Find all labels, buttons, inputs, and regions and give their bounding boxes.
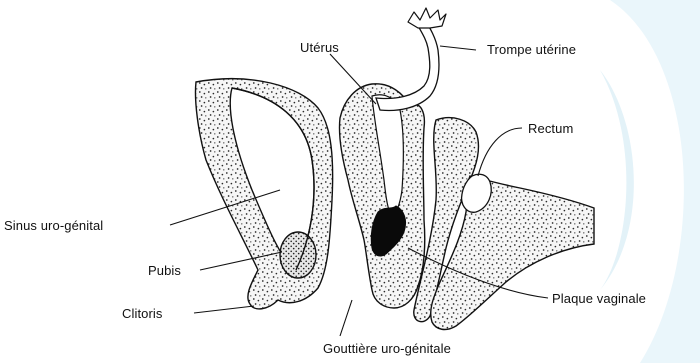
label-fallopian-tube: Trompe utérine	[487, 43, 576, 56]
background-arc	[610, 0, 700, 363]
leader-urogenital-groove	[340, 300, 352, 336]
label-pubis: Pubis	[148, 264, 181, 277]
fimbria-shape	[408, 8, 446, 28]
label-urogenital-groove: Gouttière uro-génitale	[323, 342, 451, 355]
label-clitoris: Clitoris	[122, 307, 163, 320]
label-vaginal-plate: Plaque vaginale	[552, 292, 646, 305]
background-arc-inner	[600, 70, 634, 290]
leader-clitoris	[194, 306, 254, 313]
anterior-wall-shape	[195, 79, 332, 309]
label-rectum: Rectum	[528, 122, 573, 135]
leader-rectum	[478, 128, 522, 176]
label-uterus: Utérus	[300, 41, 339, 54]
leader-fallopian-tube	[440, 46, 476, 50]
pubis-shape	[280, 232, 316, 278]
label-urogenital-sinus: Sinus uro-génital	[4, 219, 103, 232]
